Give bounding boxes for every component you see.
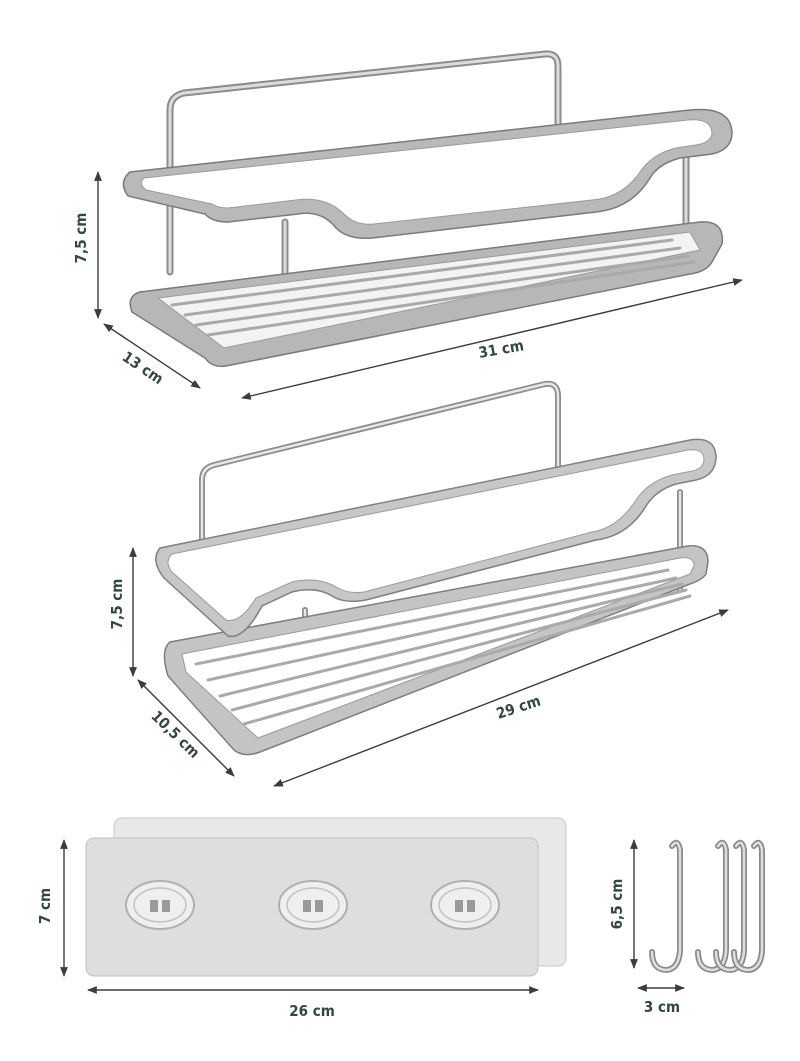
mount-clip: [125, 880, 195, 930]
hook-height-label: 6,5 cm: [608, 879, 626, 930]
shelf-large: [122, 50, 733, 368]
mount-clip: [430, 880, 500, 930]
hook-dimensions: 6,5 cm 3 cm: [608, 839, 685, 1016]
shelf-small: [155, 380, 717, 756]
shelf-large-height-label: 7,5 cm: [72, 213, 90, 264]
mount-clip: [278, 880, 348, 930]
adhesive-plate-height-label: 7 cm: [36, 888, 54, 924]
hook-width-label: 3 cm: [644, 998, 680, 1016]
adhesive-plate-dimensions: 7 cm 26 cm: [36, 839, 539, 1020]
shelf-large-depth-label: 13 cm: [119, 348, 167, 388]
shelf-small-depth-label: 10,5 cm: [148, 707, 204, 762]
adhesive-plates: [85, 817, 567, 977]
hook-group: [695, 839, 766, 973]
hooks: [649, 839, 766, 973]
shelf-small-width-label: 29 cm: [494, 692, 543, 723]
hook-single: [649, 839, 684, 973]
adhesive-plate-width-label: 26 cm: [289, 1002, 335, 1020]
shelf-small-height-label: 7,5 cm: [108, 579, 126, 630]
